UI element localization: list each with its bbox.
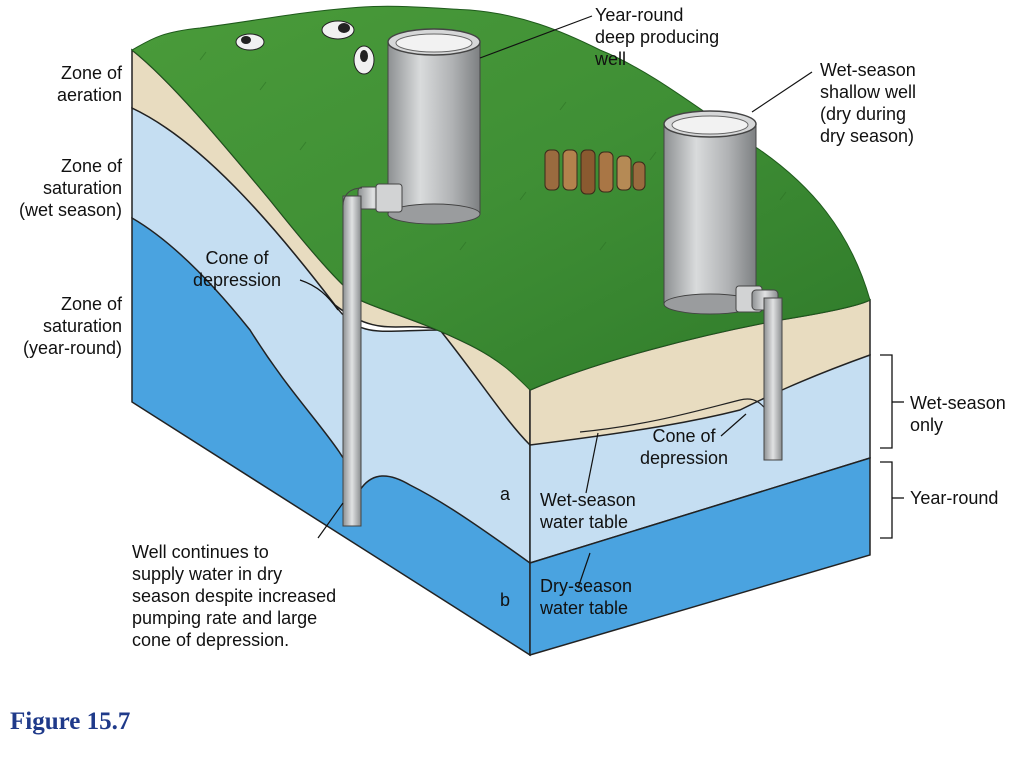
- label-cone-depression-right: Cone of depression: [640, 426, 729, 468]
- cows-right-group: [544, 149, 646, 195]
- label-wet-season-water-table: Wet-season water table: [540, 490, 636, 532]
- figure-caption: Figure 15.7: [10, 708, 131, 735]
- right-face-year-round-saturation: [529, 456, 871, 657]
- label-zone-saturation-wet: Zone of saturation (wet season): [18, 156, 122, 220]
- label-zone-aeration: Zone of aeration: [56, 63, 122, 105]
- cows-left-group: [235, 20, 375, 75]
- label-dry-season-water-table: Dry-season water table: [540, 576, 633, 618]
- label-shallow-well: Wet-season shallow well (dry during dry …: [820, 60, 917, 146]
- layer-letter-b: b: [500, 590, 511, 610]
- label-cone-depression-left: Cone of depression: [193, 248, 282, 290]
- label-wet-season-only: Wet-season only: [910, 393, 1006, 435]
- label-well-continues: Well continues to supply water in dry se…: [132, 542, 337, 650]
- bracket-wet-season: [880, 354, 904, 449]
- leader-lines: [299, 15, 813, 589]
- label-year-round: Year-round: [910, 488, 999, 508]
- deep-well: [342, 28, 481, 527]
- shallow-well: [663, 110, 783, 461]
- layer-letter-a: a: [500, 484, 511, 504]
- bracket-year-round: [880, 461, 904, 539]
- label-deep-well: Year-round deep producing well: [595, 5, 720, 69]
- label-zone-saturation-year-round: Zone of saturation (year-round): [22, 294, 122, 358]
